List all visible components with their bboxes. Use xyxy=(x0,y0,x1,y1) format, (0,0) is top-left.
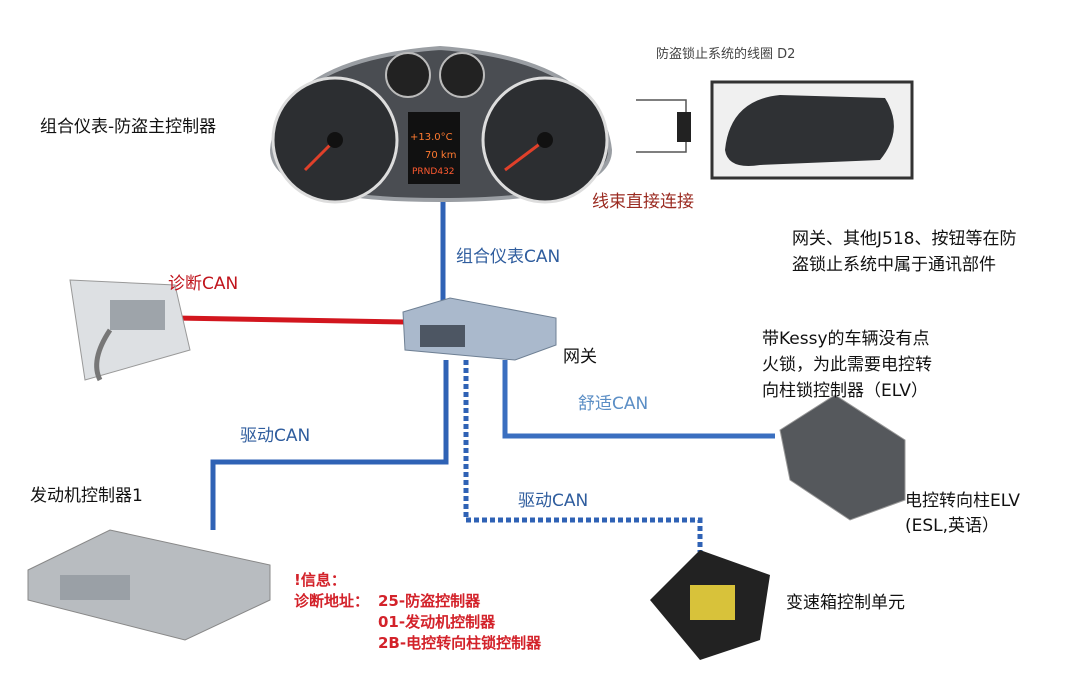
elv-label-1: 电控转向柱ELV xyxy=(905,491,1020,511)
kessy-line-1: 带Kessy的车辆没有点 xyxy=(762,329,930,349)
info-prefix: 诊断地址： xyxy=(294,592,370,610)
cluster-label: 组合仪表-防盗主控制器 xyxy=(40,117,217,137)
cluster-distance-readout: 70 km xyxy=(425,150,457,161)
info-line: 25-防盗控制器 xyxy=(378,592,481,610)
elv-label-2: (ESL,英语） xyxy=(905,516,1000,536)
instrument-cluster-image xyxy=(269,45,613,204)
cluster-can-label: 组合仪表CAN xyxy=(456,247,561,267)
cluster-gear-readout: PRND432 xyxy=(412,167,455,177)
info-title: !信息： xyxy=(294,571,346,589)
drive-can-label-left: 驱动CAN xyxy=(240,426,311,446)
gateway-label: 网关 xyxy=(563,347,597,367)
diag-can-label: 诊断CAN xyxy=(168,274,239,294)
drive-can-dashed-line xyxy=(463,360,703,552)
note-line-2: 盗锁止系统中属于通讯部件 xyxy=(792,255,996,275)
kessy-line-3: 向柱锁控制器（ELV） xyxy=(762,381,928,401)
gearbox-label: 变速箱控制单元 xyxy=(786,593,905,613)
diag-can-line xyxy=(174,315,406,325)
info-line: 01-发动机控制器 xyxy=(378,613,496,631)
note-line-1: 网关、其他J518、按钮等在防 xyxy=(792,229,1017,249)
key-coil-image xyxy=(636,80,914,180)
coil-label: 防盗锁止系统的线圈 D2 xyxy=(656,47,796,62)
elv-image xyxy=(779,394,906,521)
kessy-line-2: 火锁，为此需要电控转 xyxy=(762,355,932,375)
gearbox-unit-image xyxy=(650,550,770,660)
info-line: 2B-电控转向柱锁控制器 xyxy=(378,634,542,652)
diagnostic-connector-image xyxy=(69,279,191,382)
comfort-can-line xyxy=(502,360,775,439)
engine-ecu-label: 发动机控制器1 xyxy=(30,486,143,506)
cluster-temp-readout: +13.0°C xyxy=(410,132,453,143)
engine-ecu-image xyxy=(27,529,271,641)
gateway-image xyxy=(402,297,557,361)
drive-can-line xyxy=(210,360,449,530)
drive-can-label-dashed: 驱动CAN xyxy=(518,491,589,511)
comfort-can-label: 舒适CAN xyxy=(578,394,649,414)
direct-wire-label: 线束直接连接 xyxy=(592,192,694,212)
